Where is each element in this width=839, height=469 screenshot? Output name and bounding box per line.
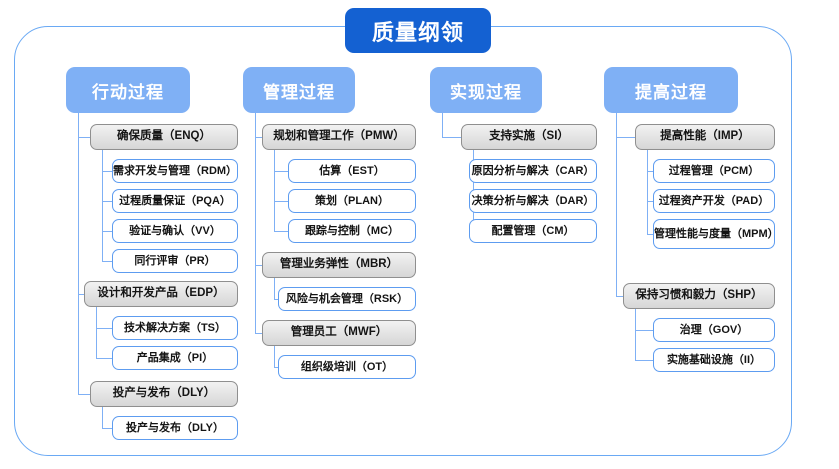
connector-horizontal	[78, 137, 90, 139]
leaf-box-1-1-3[interactable]: 验证与确认（VV）	[112, 219, 238, 243]
leaf-box-4-2-1[interactable]: 治理（GOV）	[653, 318, 775, 342]
connector-vertical	[255, 113, 257, 333]
leaf-box-3-1-2[interactable]: 决策分析与解决（DAR）	[469, 189, 597, 213]
connector-horizontal	[635, 330, 653, 332]
connector-horizontal	[96, 358, 112, 360]
connector-vertical	[635, 309, 637, 360]
connector-vertical	[647, 150, 649, 234]
leaf-box-1-1-4[interactable]: 同行评审（PR）	[112, 249, 238, 273]
connector-horizontal	[647, 234, 653, 236]
connector-horizontal	[102, 261, 112, 263]
connector-vertical	[616, 113, 618, 296]
connector-horizontal	[274, 171, 288, 173]
group-box-3-1[interactable]: 支持实施（SI）	[461, 124, 597, 150]
group-box-1-1[interactable]: 确保质量（ENQ）	[90, 124, 238, 150]
group-box-4-2[interactable]: 保持习惯和毅力（SHP）	[623, 283, 775, 309]
connector-vertical	[274, 150, 276, 231]
leaf-box-4-1-1[interactable]: 过程管理（PCM）	[653, 159, 775, 183]
connector-horizontal	[102, 171, 112, 173]
connector-horizontal	[96, 328, 112, 330]
leaf-box-4-2-2[interactable]: 实施基础设施（II）	[653, 348, 775, 372]
leaf-box-1-2-1[interactable]: 技术解决方案（TS）	[112, 316, 238, 340]
group-box-2-1[interactable]: 规划和管理工作（PMW）	[262, 124, 416, 150]
leaf-box-1-1-1[interactable]: 需求开发与管理（RDM）	[112, 159, 238, 183]
column-header-2[interactable]: 管理过程	[243, 67, 355, 113]
connector-horizontal	[255, 265, 262, 267]
leaf-box-4-1-3[interactable]: 管理性能与度量（MPM）	[653, 219, 779, 249]
group-box-2-3[interactable]: 管理员工（MWF）	[262, 320, 416, 346]
group-box-1-3[interactable]: 投产与发布（DLY）	[90, 381, 238, 407]
connector-horizontal	[442, 137, 461, 139]
root-title-box[interactable]: 质量纲领	[345, 8, 491, 53]
column-header-4[interactable]: 提高过程	[604, 67, 738, 113]
connector-horizontal	[647, 201, 653, 203]
connector-horizontal	[274, 367, 278, 369]
leaf-box-3-1-1[interactable]: 原因分析与解决（CAR）	[469, 159, 597, 183]
leaf-box-1-1-2[interactable]: 过程质量保证（PQA）	[112, 189, 238, 213]
connector-horizontal	[102, 201, 112, 203]
connector-vertical	[96, 307, 98, 358]
connector-horizontal	[102, 231, 112, 233]
connector-vertical	[274, 278, 276, 299]
connector-horizontal	[274, 299, 278, 301]
connector-horizontal	[255, 333, 262, 335]
connector-horizontal	[102, 428, 112, 430]
leaf-box-3-1-3[interactable]: 配置管理（CM）	[469, 219, 597, 243]
connector-vertical	[442, 113, 444, 137]
leaf-box-4-1-2[interactable]: 过程资产开发（PAD）	[653, 189, 775, 213]
column-header-1[interactable]: 行动过程	[66, 67, 190, 113]
leaf-box-2-1-2[interactable]: 策划（PLAN）	[288, 189, 416, 213]
group-box-2-2[interactable]: 管理业务弹性（MBR）	[262, 252, 416, 278]
column-header-3[interactable]: 实现过程	[430, 67, 542, 113]
connector-vertical	[102, 407, 104, 428]
connector-vertical	[274, 346, 276, 367]
group-box-4-1[interactable]: 提高性能（IMP）	[635, 124, 775, 150]
leaf-box-1-3-1[interactable]: 投产与发布（DLY）	[112, 416, 238, 440]
connector-vertical	[102, 150, 104, 261]
connector-horizontal	[635, 360, 653, 362]
leaf-box-1-2-2[interactable]: 产品集成（PI）	[112, 346, 238, 370]
connector-horizontal	[78, 294, 84, 296]
connector-horizontal	[274, 231, 288, 233]
leaf-box-2-1-1[interactable]: 估算（EST）	[288, 159, 416, 183]
group-box-1-2[interactable]: 设计和开发产品（EDP）	[84, 281, 238, 307]
connector-vertical	[78, 113, 80, 394]
leaf-box-2-2-1[interactable]: 风险与机会管理（RSK）	[278, 287, 416, 311]
connector-horizontal	[274, 201, 288, 203]
connector-horizontal	[616, 137, 635, 139]
connector-horizontal	[255, 137, 262, 139]
connector-horizontal	[647, 171, 653, 173]
connector-horizontal	[616, 296, 623, 298]
leaf-box-2-1-3[interactable]: 跟踪与控制（MC）	[288, 219, 416, 243]
leaf-box-2-3-1[interactable]: 组织级培训（OT）	[278, 355, 416, 379]
connector-horizontal	[78, 394, 90, 396]
